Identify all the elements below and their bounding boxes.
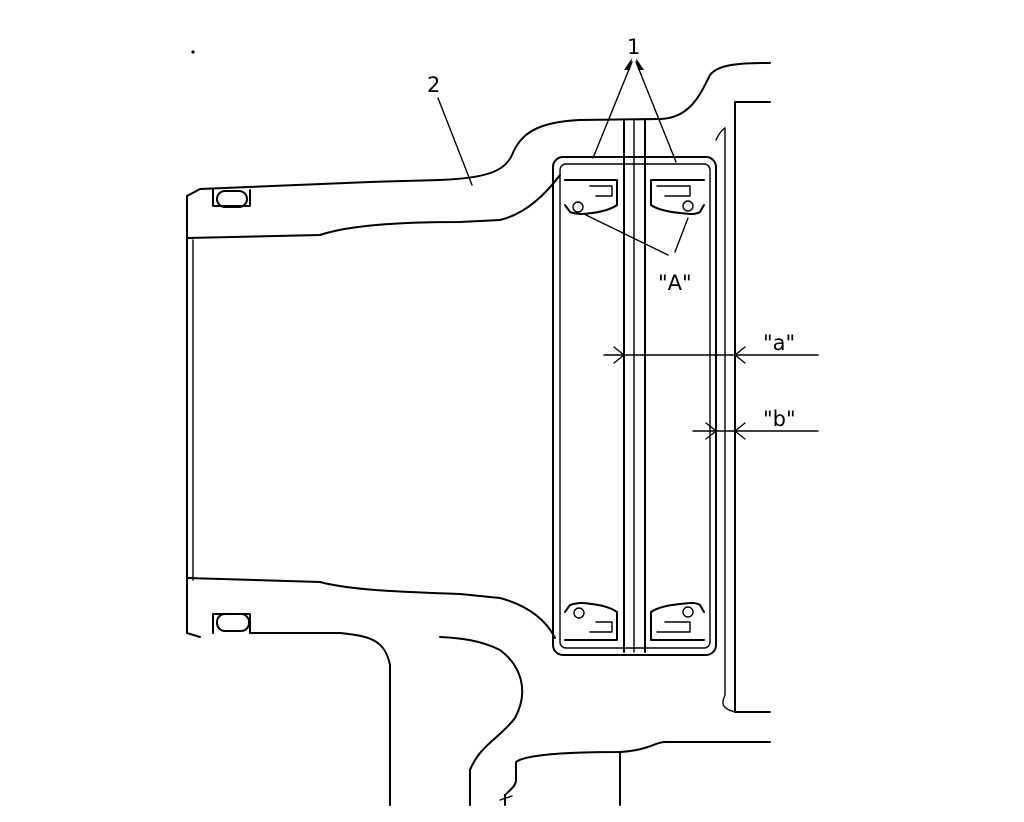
right-seal-lower-lip	[650, 602, 705, 641]
callout-a-detail-label: "A"	[658, 271, 692, 295]
dimension-b-arrow-right	[734, 422, 746, 440]
leader-a-right	[674, 217, 689, 253]
housing-lower-right-contour	[439, 636, 524, 806]
seal-bore-inner	[559, 163, 711, 649]
dimension-a-arrow-left	[613, 346, 625, 364]
right-seal-lower-spring	[682, 606, 694, 618]
leader-2	[437, 97, 473, 186]
left-seal-upper-lip	[564, 179, 618, 215]
left-seal-upper-spring	[572, 201, 584, 213]
leader-1-right	[635, 61, 677, 163]
dimension-a-label: "a"	[763, 331, 795, 355]
housing-lower-bore-line	[186, 577, 556, 639]
callout-2-label: 2	[427, 73, 440, 97]
dimension-b-label: "b"	[763, 407, 796, 431]
left-seal-lower-spring	[573, 607, 585, 619]
lower-boss-outline	[504, 741, 771, 806]
right-seal-upper-spring	[682, 200, 694, 212]
lower-o-ring	[216, 613, 250, 632]
housing-right-step	[722, 127, 736, 713]
dimension-a-arrow-right	[734, 346, 746, 364]
left-seal-lower-case	[589, 621, 613, 633]
stray-dot	[191, 50, 195, 54]
left-seal-lower-lip	[564, 602, 618, 641]
right-seal-upper-lip	[650, 179, 705, 215]
dimension-b-arrow-left	[705, 422, 717, 440]
housing-right-face	[734, 101, 771, 713]
leader-1-left	[592, 61, 633, 159]
right-seal-upper-case	[656, 185, 691, 197]
left-seal-upper-case	[589, 185, 613, 197]
housing-upper-contour	[186, 62, 771, 197]
upper-o-ring	[216, 190, 248, 208]
callout-1-label: 1	[627, 35, 640, 59]
leader-a-left	[585, 214, 669, 256]
leader-1-arrow-left	[624, 58, 632, 70]
right-seal-lower-case	[656, 621, 691, 633]
lower-boss-mark	[499, 795, 513, 801]
housing-bore-line	[186, 174, 561, 239]
housing-right-step-top	[715, 127, 726, 141]
leader-1-arrow-right	[636, 58, 644, 70]
housing-left-flange	[186, 195, 201, 638]
housing-lower-contour	[249, 632, 391, 806]
